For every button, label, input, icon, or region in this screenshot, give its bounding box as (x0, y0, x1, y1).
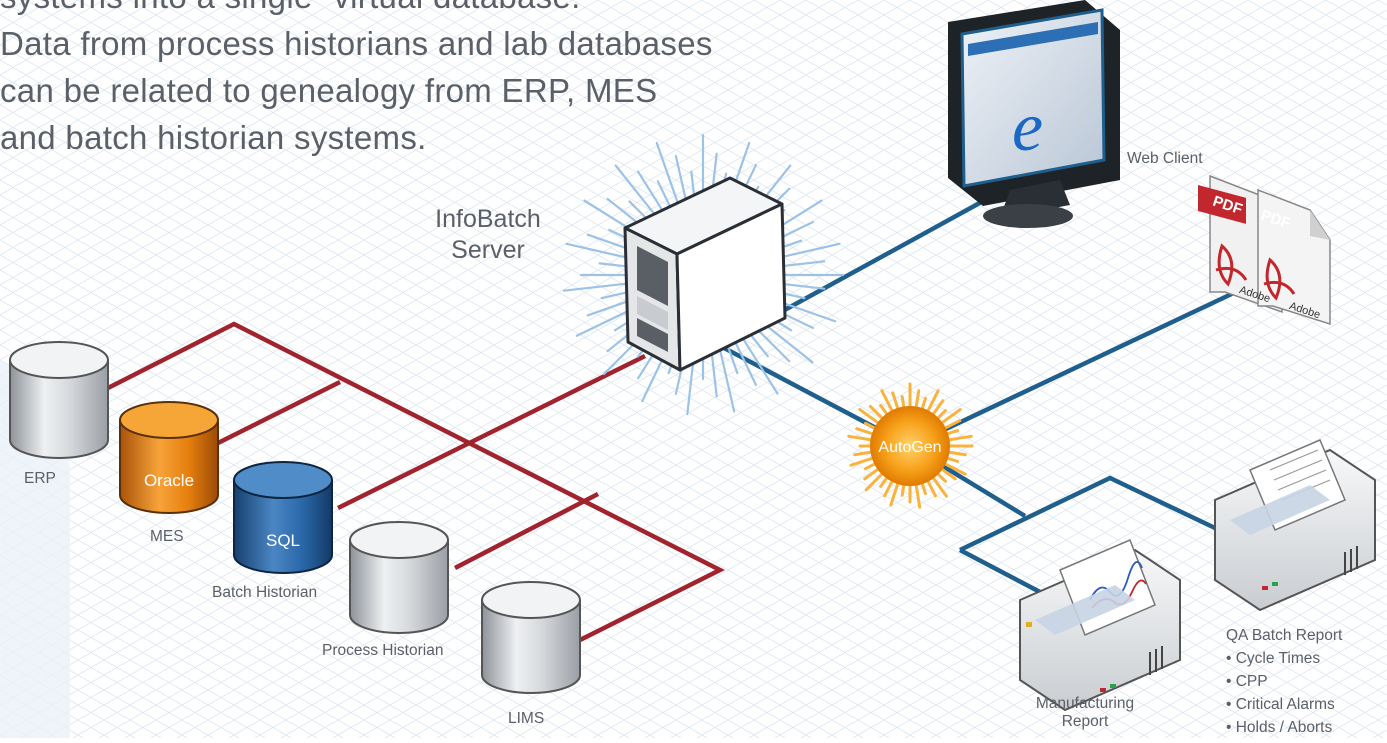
db-mes (119, 401, 219, 514)
ray (889, 478, 901, 507)
server-label-line1: InfoBatch (435, 205, 541, 233)
intro-text: systems into a single “virtual database.… (0, 0, 713, 161)
web-client-label: Web Client (1127, 150, 1203, 167)
db-batch-historian (233, 461, 333, 574)
qa-report-item: • Critical Alarms (1226, 696, 1335, 713)
ray (924, 389, 940, 416)
intro-line: Data from process historians and lab dat… (0, 25, 713, 62)
pdf-documents-icon (1198, 174, 1331, 326)
qa-report-item: • Cycle Times (1226, 650, 1321, 667)
server-icon (623, 176, 787, 372)
manufacturing-report-label: Manufacturing Report (1020, 695, 1150, 731)
ray (847, 434, 876, 442)
qa-report-item: • Holds / Aborts (1226, 719, 1333, 736)
autogen-label: AutoGen (878, 439, 941, 456)
db-batch-label: Batch Historian (212, 584, 318, 601)
manufacturing-report-line1: Manufacturing (1035, 695, 1135, 712)
monitor-icon: e (948, 0, 1120, 228)
ray (940, 460, 967, 476)
db-lims (481, 581, 581, 694)
ray (880, 389, 896, 416)
server-label: InfoBatch Server (398, 204, 578, 266)
autogen-core (870, 406, 950, 486)
db-erp-label: ERP (24, 470, 56, 487)
intro-line: systems into a single “virtual database.… (0, 0, 713, 20)
ray (849, 455, 878, 467)
db-process-label: Process Historian (322, 642, 444, 659)
ie-icon: e (1012, 89, 1043, 166)
manufacturing-printer-icon (1019, 539, 1181, 712)
db-batch-inner-label: SQL (266, 531, 300, 550)
intro-line: and batch historian systems. (0, 119, 427, 156)
db-mes-label: MES (150, 528, 184, 545)
blue-network (688, 168, 1241, 594)
ray (858, 408, 883, 427)
ray (864, 469, 887, 492)
qa-report-label: QA Batch Report • Cycle Times • CPP • Cr… (1226, 624, 1342, 739)
ray (929, 473, 948, 498)
ray (914, 480, 922, 509)
db-erp (9, 341, 109, 459)
qa-report-item: • CPP (1226, 673, 1268, 690)
db-lims-label: LIMS (508, 710, 545, 727)
intro-line: can be related to genealogy from ERP, ME… (0, 72, 658, 109)
ray (944, 434, 973, 442)
db-process-historian (349, 521, 449, 634)
ray (937, 408, 962, 427)
server-label-line2: Server (451, 236, 525, 264)
qa-printer-icon (1214, 439, 1376, 612)
qa-report-title: QA Batch Report (1226, 627, 1343, 644)
db-mes-inner-label: Oracle (144, 471, 194, 490)
manufacturing-report-line2: Report (1061, 713, 1109, 730)
red-network (106, 321, 726, 643)
